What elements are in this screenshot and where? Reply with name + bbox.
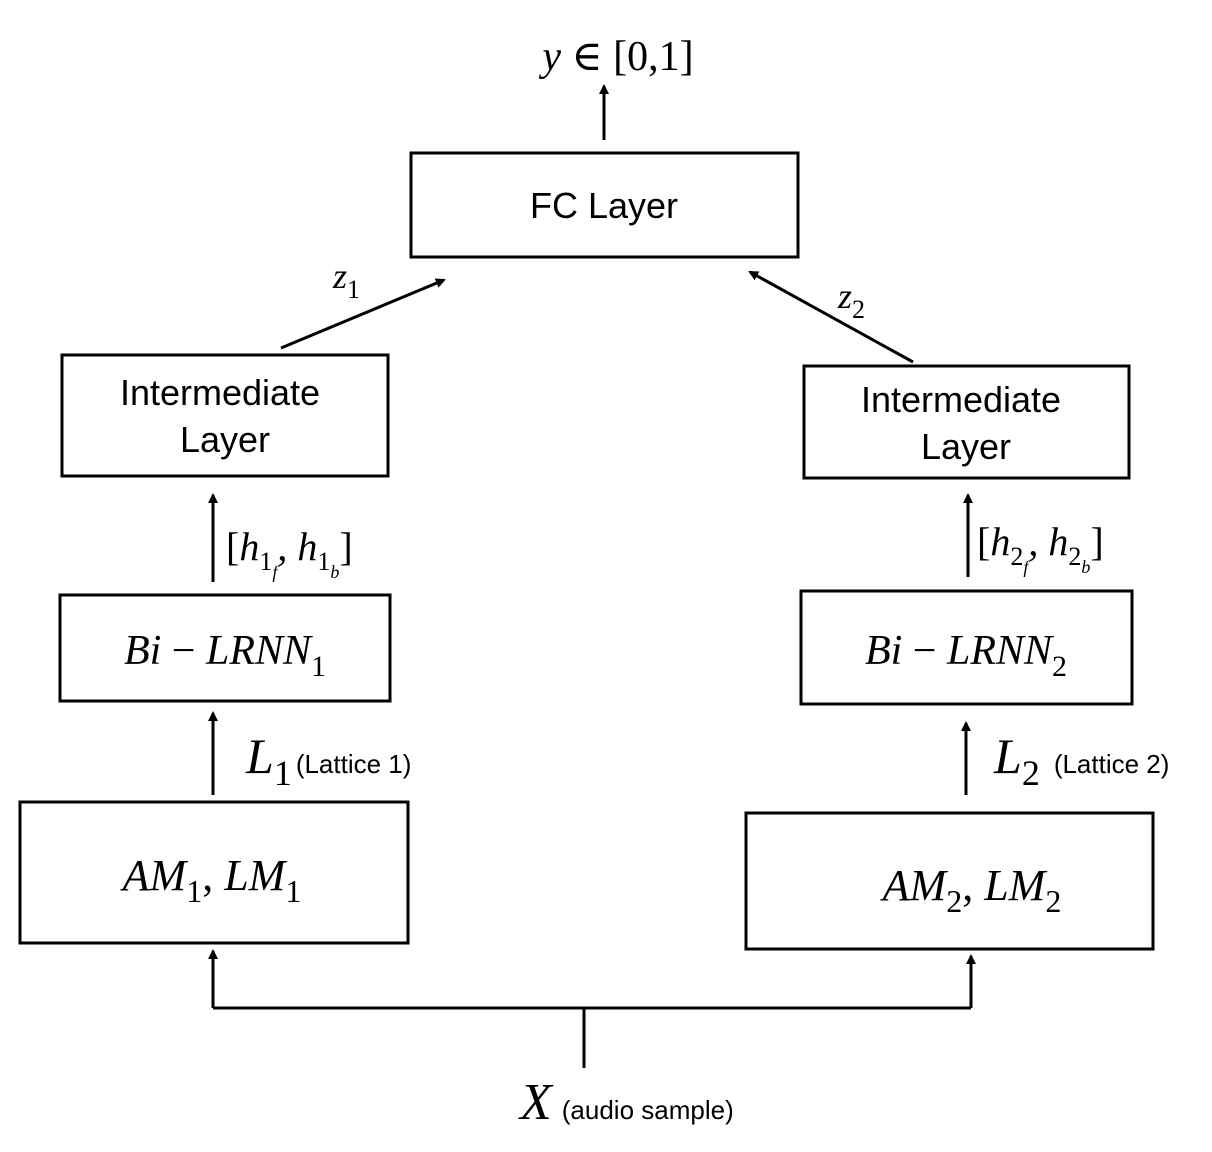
am-lm-2-label: AM2, LM2 bbox=[880, 861, 1062, 919]
z2-arrow bbox=[748, 270, 914, 364]
intermediate-layer-1-label: Intermediate Layer bbox=[120, 372, 330, 460]
input-label: X(audio sample) bbox=[518, 1074, 734, 1131]
lattice-2-label: L2(Lattice 2) bbox=[993, 728, 1169, 793]
bi-lrnn-2-label: Bi − LRNN2 bbox=[865, 628, 1067, 683]
z1-label: z1 bbox=[332, 256, 360, 304]
z2-label: z2 bbox=[837, 276, 865, 324]
intermediate-layer-2-label: Intermediate Layer bbox=[861, 379, 1071, 467]
am-lm-2-box bbox=[744, 811, 1155, 951]
lattice-1-label: L1(Lattice 1) bbox=[245, 728, 411, 793]
am-lm-1-label: AM1, LM1 bbox=[120, 851, 302, 909]
hidden-2-label: [h2f, h2b] bbox=[977, 519, 1104, 577]
am-lm-1-box bbox=[18, 800, 410, 945]
bi-lrnn-2-box bbox=[799, 589, 1134, 706]
intermediate-layer-1-box bbox=[60, 353, 390, 478]
hidden-1-label: [h1f, h1b] bbox=[226, 524, 353, 582]
fc-layer-label: FC Layer bbox=[530, 185, 678, 226]
bi-lrnn-1-label: Bi − LRNN1 bbox=[124, 628, 326, 683]
output-label: y ∈ [0,1] bbox=[538, 34, 693, 80]
z1-arrow bbox=[280, 278, 446, 350]
intermediate-layer-2-box bbox=[802, 364, 1131, 480]
bi-lrnn-1-box bbox=[58, 593, 392, 703]
fc-layer-box bbox=[409, 151, 800, 259]
